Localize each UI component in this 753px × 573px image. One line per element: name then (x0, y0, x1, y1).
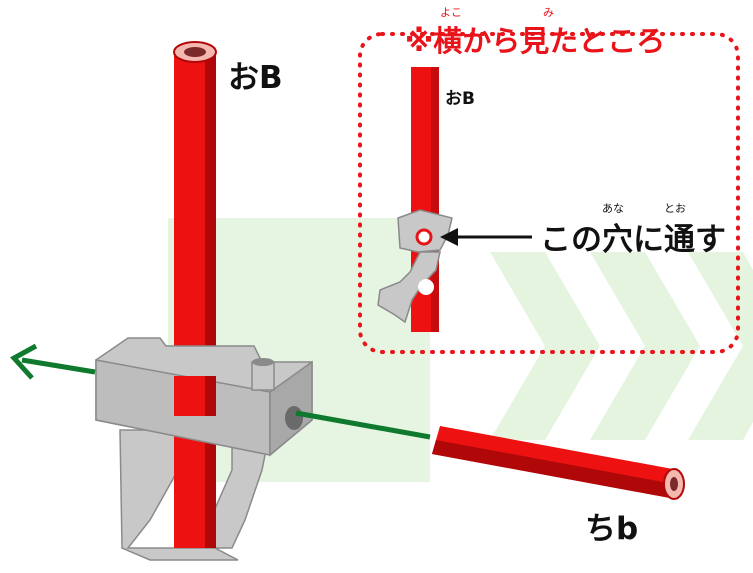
side-view-title: ※横から見たところ (405, 24, 666, 58)
label-ob-main: おB (228, 60, 283, 96)
label-hole-instruction: この穴に通す (540, 222, 726, 258)
title-furigana-mi: み (543, 6, 554, 19)
label-chib: ちb (585, 511, 639, 547)
hole-furigana-too: とお (664, 202, 686, 215)
title-furigana-yoko: よこ (440, 6, 462, 19)
chevron-group (490, 252, 753, 440)
label-ob-side: おB (445, 89, 475, 109)
chevron-icon (590, 252, 700, 440)
left-arrow-icon (10, 343, 38, 380)
horizontal-rod (432, 426, 685, 500)
hole-furigana-ana: あな (602, 202, 624, 215)
side-view-frame (358, 32, 740, 354)
pointer-arrow-icon (440, 228, 532, 246)
clip-upper (95, 337, 313, 457)
insertion-direction (10, 343, 431, 440)
target-hole-marker (415, 228, 433, 246)
clip-lower (119, 429, 271, 561)
chevron-icon (490, 252, 600, 440)
side-view-clip (377, 209, 453, 324)
